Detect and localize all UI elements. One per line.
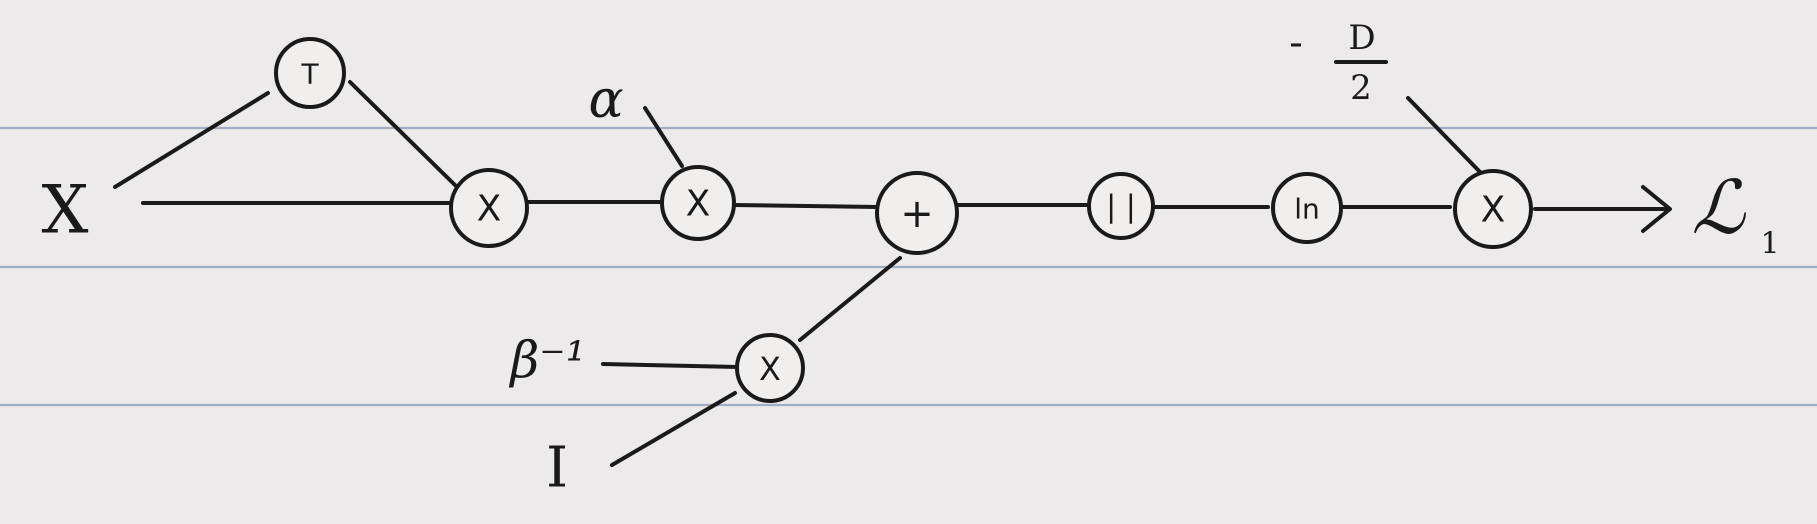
edge-beta-mult-to-add [798, 256, 902, 342]
node-multiply-final: X [1453, 169, 1533, 249]
node-label: X [759, 350, 781, 388]
node-circle [1271, 172, 1343, 244]
node-circle [274, 37, 346, 109]
node-label: X [686, 184, 711, 225]
alpha-label: α [588, 70, 623, 130]
coefficient-sign: - [1289, 20, 1303, 66]
node-label: X [1481, 190, 1506, 231]
node-circle [1087, 172, 1155, 240]
coefficient-denominator: 2 [1350, 68, 1372, 108]
node-label: + [900, 191, 934, 237]
coefficient-label: - D 2 [1289, 18, 1388, 108]
identity-label: I [546, 436, 568, 501]
node-log: ln [1271, 172, 1343, 244]
edge-coef-to-final-mult [1406, 96, 1482, 174]
output-subscript: 1 [1760, 227, 1779, 262]
edge-x-to-transpose [113, 91, 270, 189]
node-circle [1453, 169, 1533, 249]
input-x-label: X [42, 172, 89, 249]
node-add: + [875, 171, 959, 255]
edge-identity-to-mult [610, 391, 737, 467]
node-label: | | [1106, 190, 1136, 225]
node-transpose: T [274, 37, 346, 109]
node-determinant: | | [1087, 172, 1155, 240]
output-symbol: ℒ [1691, 165, 1746, 251]
edge-alpha-mult-to-add [731, 203, 880, 209]
node-multiply-beta: X [735, 333, 805, 403]
node-label: X [477, 189, 502, 230]
node-multiply-alpha: X [660, 165, 736, 241]
output-arrowhead [1641, 185, 1672, 233]
node-circle [875, 171, 959, 255]
edge-transpose-to-mult [348, 80, 460, 190]
node-circle [735, 333, 805, 403]
node-circle [660, 165, 736, 241]
node-label: ln [1294, 193, 1320, 226]
edge-beta-to-mult [601, 362, 740, 369]
node-label: T [300, 58, 319, 91]
edge-alpha-to-mult [643, 106, 684, 168]
beta-inverse-label: β⁻¹ [508, 331, 585, 389]
node-circle [449, 168, 529, 248]
node-multiply-xtx: X [449, 168, 529, 248]
coefficient-numerator: D [1348, 18, 1375, 58]
output-label: ℒ 1 [1691, 165, 1779, 262]
